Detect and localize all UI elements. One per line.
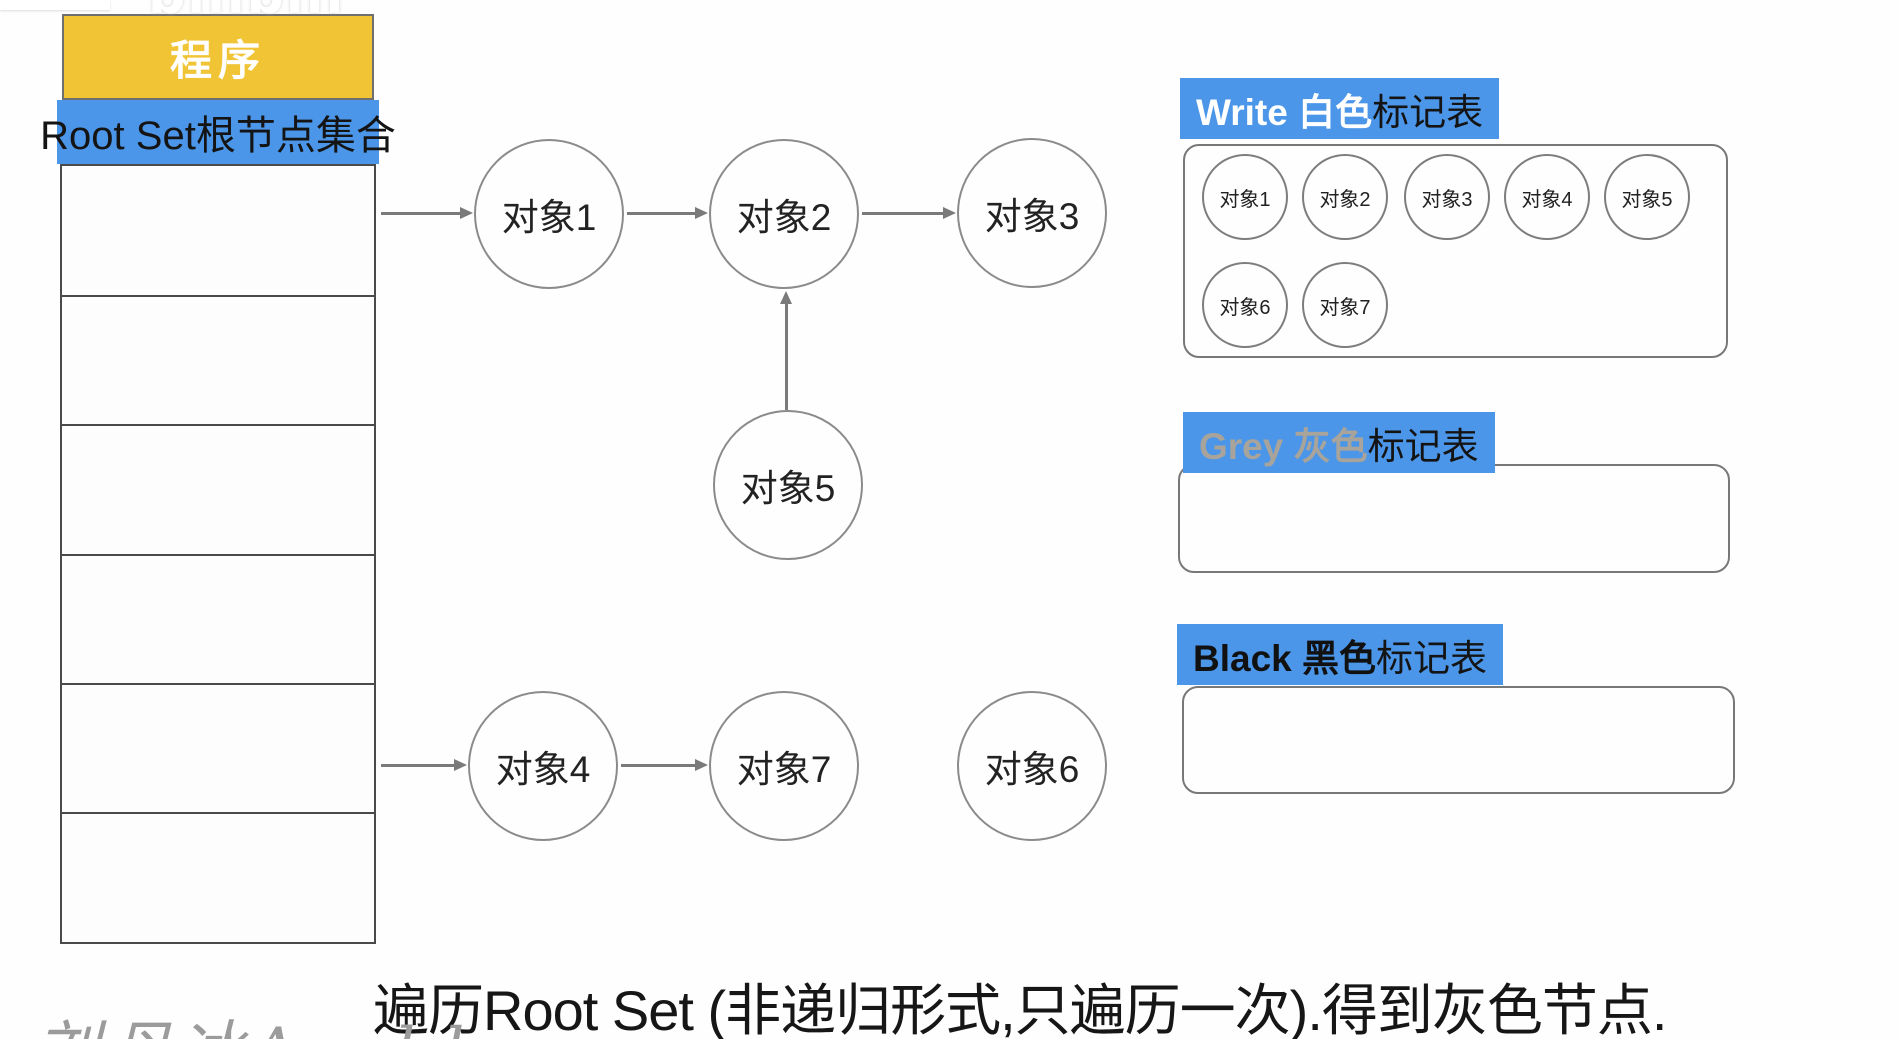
arrow-obj4-to-obj7 [621, 759, 708, 770]
node-obj7-label: 对象7 [736, 749, 832, 790]
node-obj6-label: 对象6 [984, 749, 1080, 790]
author-watermark: 刘丹冰Aceld [35, 1000, 472, 1039]
root-set-label: Root Set根节点集合 [40, 114, 396, 158]
white-table-label-en: Write 白色 [1196, 91, 1373, 133]
root-set-header: Root Set根节点集合 [40, 100, 396, 164]
stack-row [62, 682, 374, 812]
stack-row [62, 166, 374, 295]
black-table-label-zh: 标记表 [1376, 637, 1488, 679]
black-table-label-en: Black 黑色 [1193, 637, 1377, 679]
node-obj7: 对象7 [709, 691, 859, 841]
white-table-obj7: 对象7 [1302, 262, 1388, 348]
stack-row [62, 295, 374, 424]
node-obj6: 对象6 [957, 691, 1107, 841]
grey-table-box [1178, 464, 1730, 573]
white-table-obj6: 对象6 [1202, 262, 1288, 348]
caption-text: 遍历Root Set (非递归形式,只遍历一次).得到灰色节点. [373, 979, 1667, 1039]
bilibili-logo-fragment [0, 0, 110, 10]
arrow-stack-to-obj1 [381, 207, 473, 218]
node-obj2-label: 对象2 [736, 197, 832, 238]
program-label: 程序 [169, 36, 266, 84]
white-table-obj2-label: 对象2 [1319, 188, 1371, 211]
white-table-obj3: 对象3 [1404, 154, 1490, 240]
stack-row [62, 424, 374, 553]
black-table-label: Black 黑色标记表 [1177, 624, 1504, 685]
node-obj3-label: 对象3 [984, 196, 1080, 237]
arrow-obj1-to-obj2 [627, 207, 708, 218]
stack-row [62, 553, 374, 683]
stack-row [62, 811, 374, 941]
white-table-obj5-label: 对象5 [1621, 188, 1673, 211]
white-table-obj1: 对象1 [1202, 154, 1288, 240]
white-table-obj5: 对象5 [1604, 154, 1690, 240]
node-obj4: 对象4 [468, 691, 618, 841]
root-set-stack-table [60, 164, 376, 944]
white-table-obj2: 对象2 [1302, 154, 1388, 240]
white-table-label: Write 白色标记表 [1180, 78, 1500, 139]
white-table-obj6-label: 对象6 [1219, 296, 1271, 319]
grey-table-label-zh: 标记表 [1367, 425, 1479, 467]
white-table-obj7-label: 对象7 [1319, 296, 1371, 319]
grey-table-label-en: Grey 灰色 [1199, 425, 1368, 467]
node-obj1: 对象1 [474, 139, 624, 289]
white-table-label-zh: 标记表 [1372, 91, 1484, 133]
arrow-stack-to-obj4 [381, 759, 467, 770]
white-table-obj4-label: 对象4 [1521, 188, 1573, 211]
white-table-obj4: 对象4 [1504, 154, 1590, 240]
black-table-box [1182, 686, 1735, 794]
node-obj5: 对象5 [713, 410, 863, 560]
node-obj2: 对象2 [709, 139, 859, 289]
node-obj4-label: 对象4 [495, 749, 591, 790]
arrow-obj2-to-obj3 [862, 207, 956, 218]
bilibili-logo-watermark: bilibili [148, 0, 345, 26]
grey-table-label: Grey 灰色标记表 [1183, 412, 1495, 473]
white-table-obj3-label: 对象3 [1421, 188, 1473, 211]
program-header: 程序 [62, 14, 374, 100]
white-table-obj1-label: 对象1 [1219, 188, 1271, 211]
node-obj3: 对象3 [957, 138, 1107, 288]
node-obj1-label: 对象1 [501, 197, 597, 238]
arrow-obj5-to-obj2 [780, 291, 791, 410]
node-obj5-label: 对象5 [740, 468, 836, 509]
